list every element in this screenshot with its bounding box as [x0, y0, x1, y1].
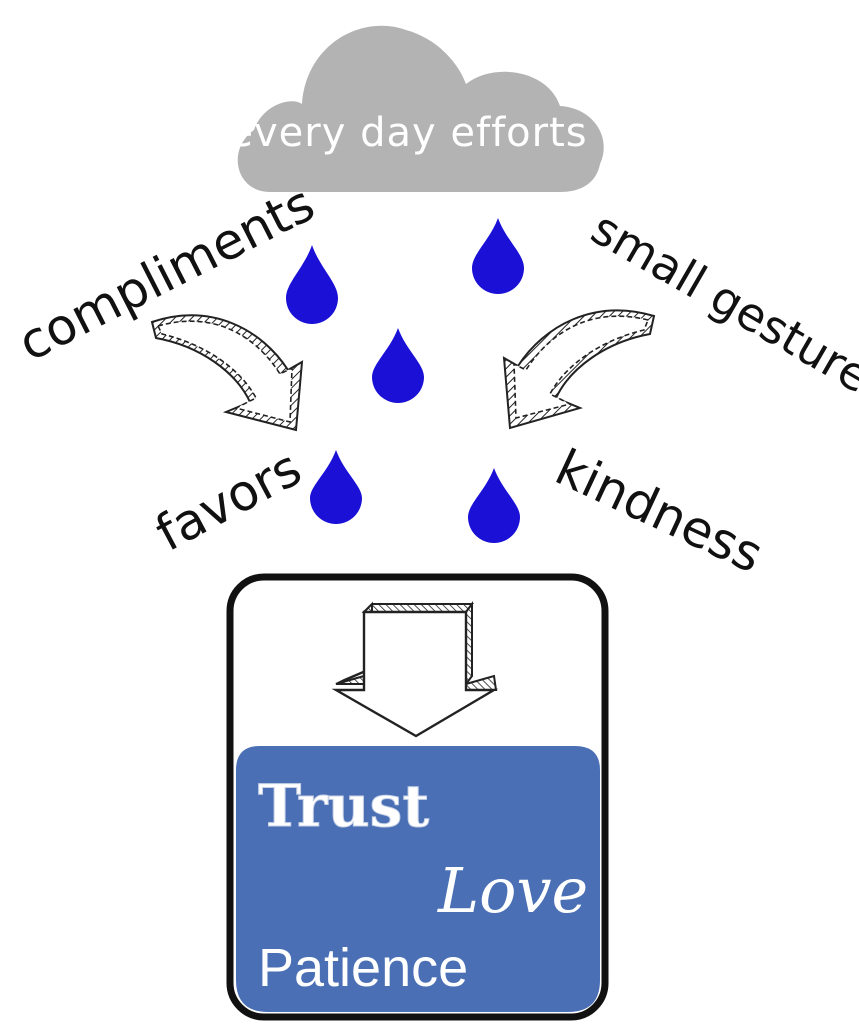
cloud-shape	[237, 25, 604, 192]
cloud-label: every day efforts	[228, 110, 587, 156]
down-arrow-icon	[331, 601, 499, 738]
rain-drop	[372, 328, 424, 403]
label-favors: favors	[146, 439, 310, 563]
label-kindness: kindness	[547, 438, 772, 584]
rain-drop	[472, 218, 524, 294]
label-small-gestures: small gestures	[583, 201, 859, 416]
container-word-trust: Trust	[258, 772, 429, 840]
rain-drop	[468, 468, 520, 543]
cloud: every day efforts	[228, 25, 604, 192]
rain-drop	[286, 245, 338, 324]
curved-arrow-left-icon	[150, 314, 304, 432]
container-word-patience: Patience	[258, 938, 468, 998]
rain-drop	[310, 450, 362, 524]
rain-drops	[286, 218, 524, 543]
container-word-love: Love	[437, 854, 588, 927]
container-fill	[236, 746, 600, 1012]
curved-arrow-right-icon	[502, 309, 656, 430]
label-compliments: compliments	[9, 174, 323, 372]
container-box: Trust Love Patience	[226, 573, 609, 1021]
